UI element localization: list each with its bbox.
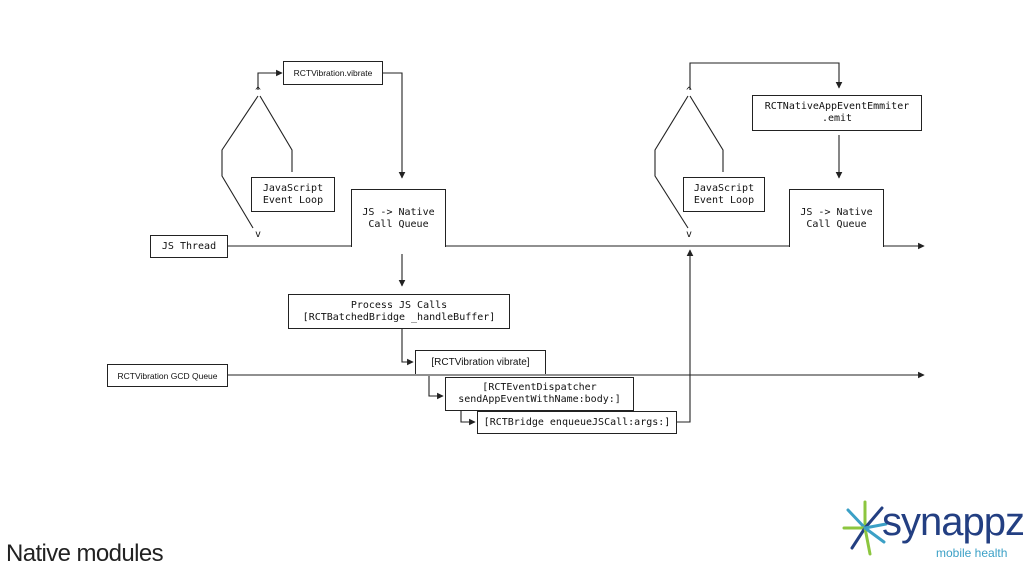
event-dispatcher-box: [RCTEventDispatcher sendAppEventWithName… [445,377,634,411]
arrow-to-event-dispatcher [428,376,444,400]
caret-down-glyph: v [686,229,693,240]
arrow-back-to-js-thread [677,249,694,423]
rct-vibration-vibrate-box: RCTVibration.vibrate [283,61,383,85]
gcd-queue-box: RCTVibration GCD Queue [107,364,228,387]
starburst-icon [842,500,888,556]
arrow-to-call-queue-1 [383,72,406,179]
event-loop-1-right-arc [259,95,293,172]
js-event-loop-box: JavaScript Event Loop [683,177,765,212]
caret-down-glyph: v [255,229,262,240]
caret-up-glyph: ^ [686,86,693,97]
arrow-to-bridge-enqueue [460,410,476,426]
arrow-to-vibrate-bracket [401,328,414,366]
logo-tagline: mobile health [936,546,1008,560]
js-native-call-queue-box: JS -> Native Call Queue [351,189,446,247]
caret-up-glyph: ^ [255,86,262,97]
process-js-calls-box: Process JS Calls [RCTBatchedBridge _hand… [288,294,510,329]
app-event-emitter-box: RCTNativeAppEventEmmiter .emit [752,95,922,131]
slide-title: Native modules [6,540,164,567]
js-thread-box: JS Thread [150,235,228,258]
synappz-logo: synappz mobile health [840,496,1024,568]
arrow-to-app-event-emitter [689,62,843,90]
rct-vibration-vibrate-bracket-box: [RCTVibration vibrate] [415,350,546,374]
js-native-call-queue-box: JS -> Native Call Queue [789,189,884,247]
bridge-enqueue-box: [RCTBridge enqueueJSCall:args:] [477,411,677,434]
js-event-loop-box: JavaScript Event Loop [251,177,335,212]
logo-wordmark: synappz [882,500,1024,544]
event-loop-2-left-arc [654,95,689,229]
event-loop-1-left-arc [221,95,259,229]
event-loop-2-right-arc [689,95,724,172]
arrow-to-rctvibration [257,69,283,90]
